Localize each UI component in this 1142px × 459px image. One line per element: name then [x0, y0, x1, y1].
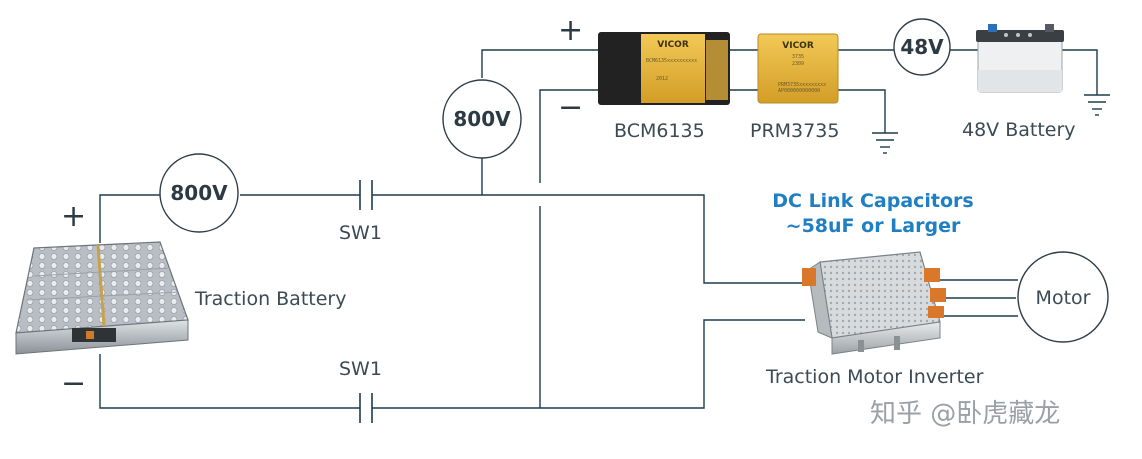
traction-motor-inverter: Traction Motor Inverter [765, 251, 984, 388]
inverter-label: Traction Motor Inverter [765, 366, 984, 388]
switch-sw1-top: SW1 [339, 180, 382, 244]
voltage-badge-48v-text: 48V [900, 35, 944, 59]
prm-module-body [757, 33, 839, 104]
voltage-badge-mid-text: 800V [453, 107, 511, 131]
wire-mid-badge-to-bcm-plus [481, 49, 598, 78]
voltage-badge-left-text: 800V [170, 181, 228, 205]
bcm-module: + − VICOR BCM6135xxxxxxxxxx 2012 BCM6135 [558, 13, 730, 142]
motor: Motor [1017, 251, 1109, 343]
bcm-label: BCM6135 [614, 120, 705, 142]
prm-chip-line3: PRM3735xxxxxxxxx [778, 82, 826, 88]
wire-sw1-top-to-inverter [372, 194, 805, 284]
watermark-text: 知乎 @卧虎藏龙 [870, 399, 1060, 429]
bcm-brand-text: VICOR [657, 40, 689, 50]
bcm-chip-line2: 2012 [656, 76, 668, 82]
battery-48v-label: 48V Battery [962, 119, 1076, 141]
motor-circle [1017, 251, 1109, 343]
traction-battery-label: Traction Battery [194, 288, 346, 310]
bcm-gold-face [641, 34, 705, 103]
ground-symbol-prm [872, 132, 898, 154]
motor-label: Motor [1036, 287, 1091, 309]
voltage-badge-48v: 48V [893, 18, 951, 76]
prm-chip-line2: 2309 [792, 61, 804, 67]
voltage-badge-mid: 800V [442, 79, 522, 159]
battery-48v: 48V Battery [962, 24, 1076, 141]
voltage-badge-left: 800V [159, 153, 239, 233]
inverter-image [802, 251, 946, 355]
switch-sw1-bottom: SW1 [339, 358, 382, 423]
sw1-top-label: SW1 [339, 222, 382, 244]
wire-battery-plus-to-badge [99, 194, 160, 243]
traction-battery: + − Traction Battery [15, 199, 346, 401]
dc-link-line1: DC Link Capacitors [772, 190, 974, 212]
wires [99, 49, 1098, 409]
bcm-plus-sign: + [558, 13, 583, 48]
traction-battery-image [15, 241, 189, 355]
prm-brand-text: VICOR [782, 41, 814, 51]
wire-battery-minus-to-sw1-bottom [99, 354, 360, 409]
wire-prm-ground [838, 89, 886, 133]
battery-plus-sign: + [61, 199, 86, 234]
battery-48v-image [976, 24, 1064, 93]
prm-chip-line4: AP000000000000 [778, 88, 820, 94]
prm-module: VICOR 3735 2309 PRM3735xxxxxxxxx AP00000… [750, 33, 839, 142]
battery-minus-sign: − [61, 366, 86, 401]
sw1-bottom-label: SW1 [339, 358, 382, 380]
ground-symbol-battery-48v [1084, 94, 1110, 116]
wire-48v-battery-ground [1060, 49, 1098, 95]
wire-sw1-bottom-to-inverter [372, 319, 805, 409]
prm-chip-line1: 3735 [792, 54, 804, 60]
prm-label: PRM3735 [750, 120, 839, 142]
bcm-minus-sign: − [558, 90, 583, 125]
dc-link-line2: ~58uF or Larger [786, 215, 961, 237]
dc-link-caption: DC Link Capacitors ~58uF or Larger [772, 190, 974, 237]
bcm-chip-line1: BCM6135xxxxxxxxxx [646, 58, 697, 64]
wire-bcm-minus-return [539, 89, 598, 183]
